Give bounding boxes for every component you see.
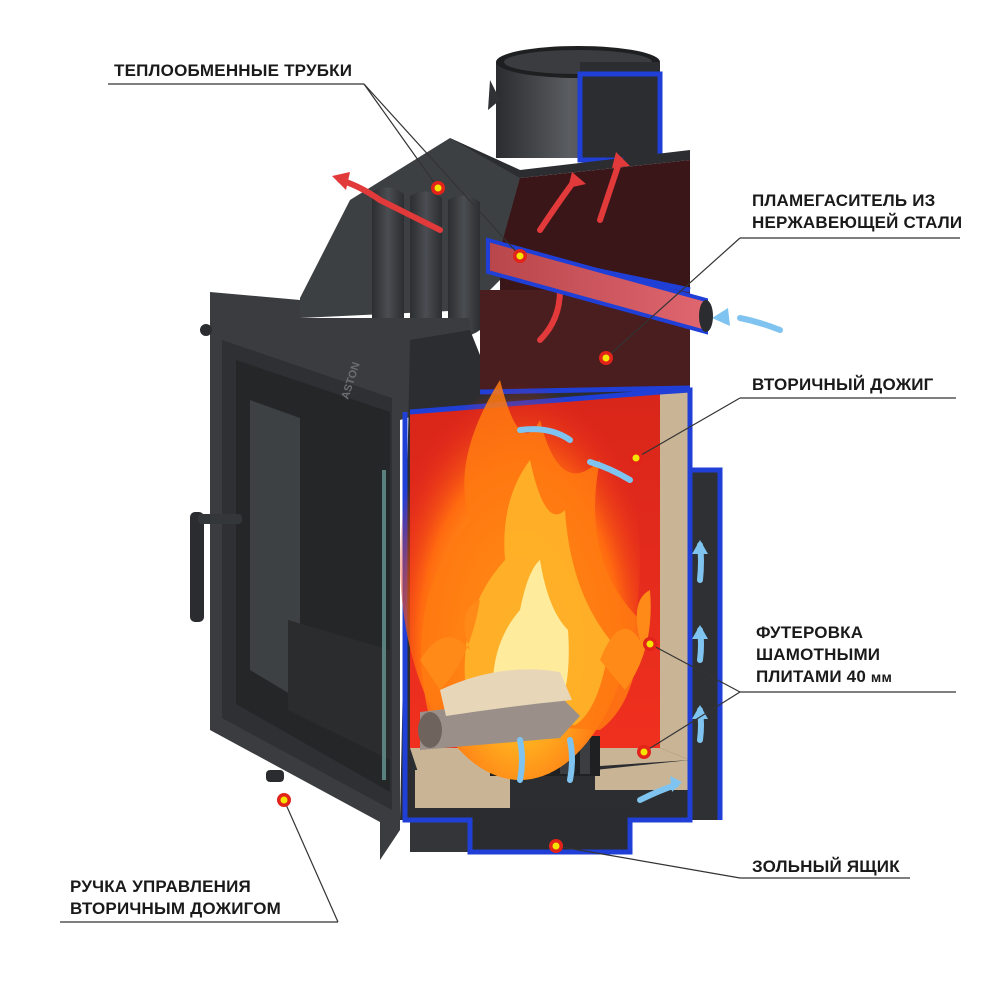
- marker-heat-tubes-2: [513, 249, 527, 263]
- label-chamotte-lining: ФУТЕРОВКА ШАМОТНЫМИ ПЛИТАМИ 40 мм: [756, 622, 892, 688]
- heat-exchange-tube-3: [448, 195, 480, 336]
- label-lining-line3-main: ПЛИТАМИ 40: [756, 667, 866, 686]
- marker-lining-2: [637, 745, 651, 759]
- flame-icon: [400, 340, 651, 780]
- label-secondary-burn: ВТОРИЧНЫЙ ДОЖИГ: [752, 374, 934, 396]
- door-frame: [190, 292, 470, 860]
- label-lining-line3-unit: мм: [870, 669, 893, 685]
- marker-control-handle: [277, 793, 291, 807]
- leader-lines: [60, 83, 960, 923]
- marker-ash-box: [549, 839, 563, 853]
- marker-secondary-burn: [629, 451, 643, 465]
- ash-box: [410, 808, 630, 852]
- label-heat-tubes: ТЕПЛООБМЕННЫЕ ТРУБКИ: [114, 60, 352, 82]
- label-ash-box-text: ЗОЛЬНЫЙ ЯЩИК: [752, 857, 900, 876]
- label-flame-damper-line2: НЕРЖАВЕЮЩЕЙ СТАЛИ: [752, 213, 963, 232]
- heat-exchange-pipe-cut: [486, 237, 713, 335]
- marker-dot-icon: [277, 181, 657, 853]
- label-control-handle: РУЧКА УПРАВЛЕНИЯ ВТОРИЧНЫМ ДОЖИГОМ: [70, 876, 281, 920]
- heat-exchange-hood: [300, 138, 690, 340]
- label-control-handle-line1: РУЧКА УПРАВЛЕНИЯ: [70, 877, 251, 896]
- label-lining-line2: ШАМОТНЫМИ: [756, 645, 881, 664]
- marker-heat-tubes-1: [431, 181, 445, 195]
- marker-flame-damper: [599, 351, 613, 365]
- label-flame-damper: ПЛАМЕГАСИТЕЛЬ ИЗ НЕРЖАВЕЮЩЕЙ СТАЛИ: [752, 190, 962, 234]
- label-heat-tubes-text: ТЕПЛООБМЕННЫЕ ТРУБКИ: [114, 61, 353, 80]
- heat-exchange-tube-2: [410, 191, 442, 340]
- secondary-burn-control-handle: [266, 770, 284, 782]
- heat-exchange-tube-1: [372, 187, 404, 336]
- label-flame-damper-line1: ПЛАМЕГАСИТЕЛЬ ИЗ: [752, 191, 936, 210]
- label-control-handle-line2: ВТОРИЧНЫМ ДОЖИГОМ: [70, 899, 282, 918]
- firewood-logs: [418, 669, 580, 750]
- label-lining-line3: ПЛИТАМИ 40 мм: [756, 666, 892, 688]
- label-secondary-burn-text: ВТОРИЧНЫЙ ДОЖИГ: [752, 375, 934, 394]
- flue-collar: [488, 46, 663, 163]
- label-lining-line1: ФУТЕРОВКА: [756, 623, 864, 642]
- label-ash-box: ЗОЛЬНЫЙ ЯЩИК: [752, 856, 900, 878]
- marker-lining-1: [643, 637, 657, 651]
